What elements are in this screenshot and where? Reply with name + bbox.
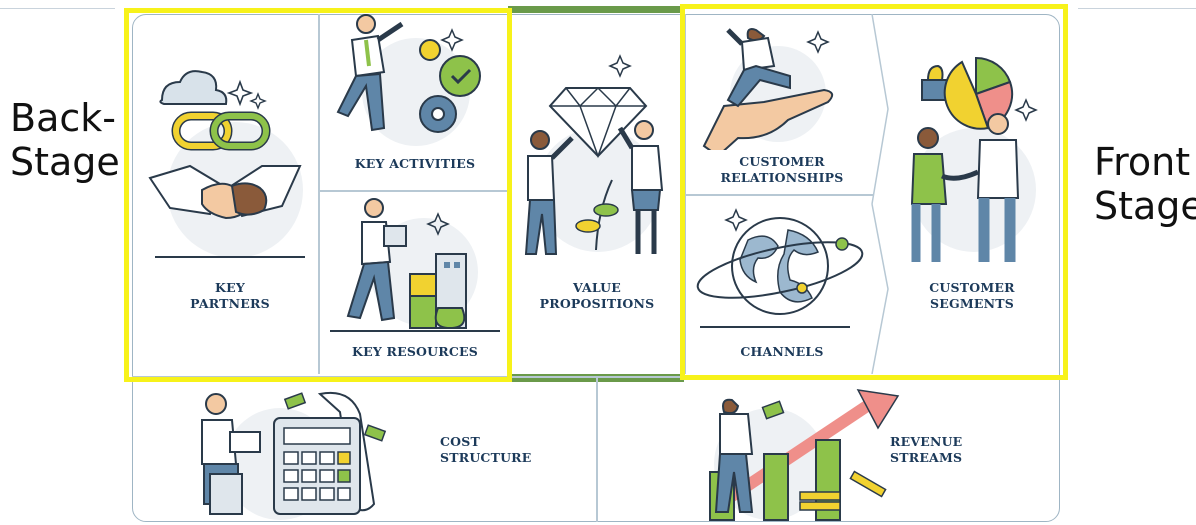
backstage-highlight-frame bbox=[124, 8, 512, 382]
key-resources-rule bbox=[330, 330, 500, 332]
diamond-people-icon bbox=[524, 54, 664, 255]
frontstage-label: Front Stage bbox=[1094, 140, 1196, 228]
globe-orbit-icon bbox=[696, 208, 864, 315]
hand-person-icon bbox=[702, 28, 834, 150]
divider-relationships-channels bbox=[684, 194, 874, 196]
cost-structure-label: COST STRUCTURE bbox=[440, 434, 532, 465]
handshake-chain-icon bbox=[148, 70, 303, 258]
calculator-person-icon bbox=[201, 392, 387, 520]
channels-label: CHANNELS bbox=[740, 344, 824, 359]
top-rule-left bbox=[0, 8, 115, 9]
people-pie-chart-icon bbox=[910, 56, 1038, 262]
value-propositions-accent-top bbox=[508, 6, 684, 13]
key-activities-label: KEY ACTIVITIES bbox=[354, 156, 476, 171]
value-propositions-label: VALUE PROPOSITIONS bbox=[539, 280, 655, 311]
divider-upper-lower bbox=[132, 376, 1060, 378]
divider-cost-revenue bbox=[596, 378, 598, 522]
customer-relationships-label: CUSTOMER RELATIONSHIPS bbox=[720, 154, 844, 185]
channels-rule bbox=[700, 326, 850, 328]
key-partners-rule bbox=[155, 256, 305, 258]
backstage-label: Back- Stage bbox=[10, 96, 120, 184]
person-gears-icon bbox=[336, 14, 481, 146]
key-resources-label: KEY RESOURCES bbox=[352, 344, 478, 359]
revenue-streams-label: REVENUE STREAMS bbox=[890, 434, 963, 465]
divider-activities-resources bbox=[318, 190, 508, 192]
chevron-divider-icon bbox=[871, 14, 889, 374]
customer-segments-label: CUSTOMER SEGMENTS bbox=[929, 280, 1015, 311]
growth-chart-person-icon bbox=[709, 389, 900, 521]
top-rule-right bbox=[1078, 8, 1196, 9]
person-box-buildings-icon bbox=[346, 198, 478, 330]
divider-partners-activities bbox=[318, 14, 320, 374]
key-partners-label: KEY PARTNERS bbox=[190, 280, 270, 311]
frontstage-highlight-frame bbox=[680, 4, 1068, 380]
